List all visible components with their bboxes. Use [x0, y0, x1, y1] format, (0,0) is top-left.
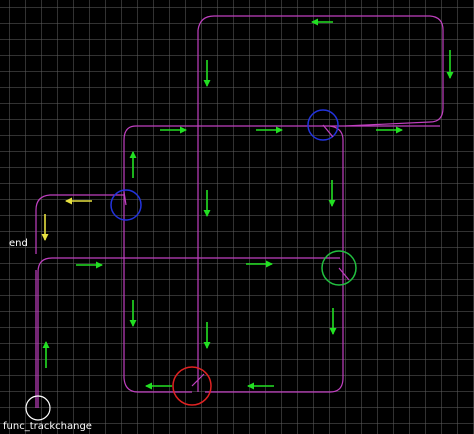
track-right-vertical[interactable]: [205, 125, 344, 393]
active-node-pointer: [191, 373, 205, 387]
active-node[interactable]: [172, 366, 212, 406]
switch-node-left[interactable]: [110, 189, 142, 221]
switch-node-left-pointer: [123, 191, 127, 206]
track-end-stub[interactable]: [35, 194, 124, 254]
track-left-block-vertical[interactable]: [123, 210, 192, 393]
func-trackchange-node[interactable]: [25, 395, 51, 421]
switch-node-upper[interactable]: [307, 109, 339, 141]
trigger-node-pointer: [338, 267, 350, 281]
track-lower-left[interactable]: [37, 257, 340, 408]
end-label: end: [9, 238, 28, 249]
track-middle-block[interactable]: [123, 125, 137, 210]
func-trackchange-label: func_trackchange: [3, 421, 92, 432]
switch-node-upper-pointer: [322, 124, 334, 138]
trigger-node[interactable]: [321, 250, 357, 286]
track-top-loop[interactable]: [197, 15, 444, 127]
